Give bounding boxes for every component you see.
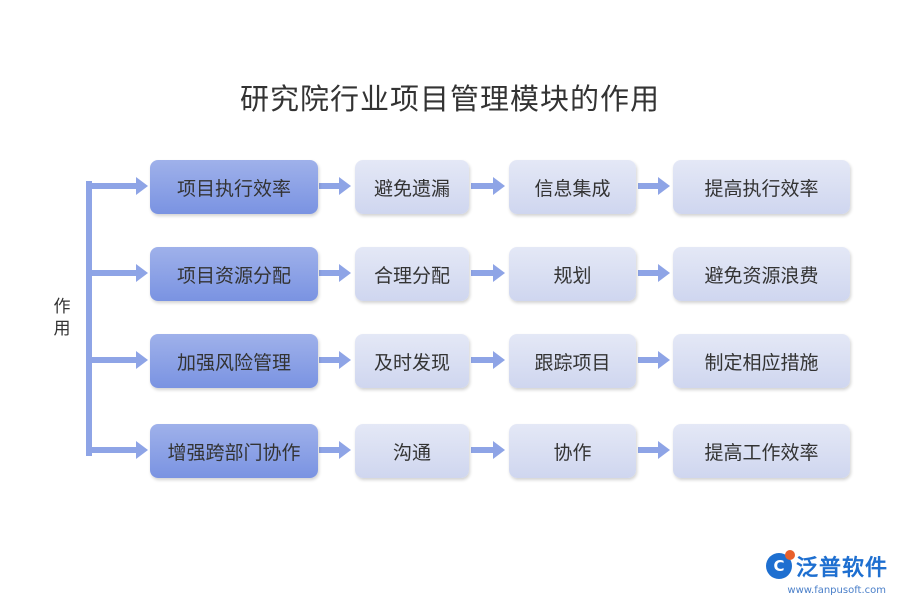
arrow-row3-step2 — [471, 351, 505, 369]
row4-main-box: 增强跨部门协作 — [150, 424, 318, 478]
arrow-row4-main — [86, 441, 148, 459]
arrow-row4-step2 — [471, 441, 505, 459]
arrow-row4-step3 — [638, 441, 670, 459]
row2-step1-box: 合理分配 — [355, 247, 469, 301]
fanpu-logo-icon: C — [765, 550, 795, 579]
brand-logo: C 泛普软件 — [765, 550, 888, 582]
arrow-row3-main — [86, 351, 148, 369]
arrow-row1-main — [86, 177, 148, 195]
row1-step1-box: 避免遗漏 — [355, 160, 469, 214]
arrow-row3-step3 — [638, 351, 670, 369]
row1-step2-box: 信息集成 — [509, 160, 636, 214]
row3-main-box: 加强风险管理 — [150, 334, 318, 388]
arrow-row1-step3 — [638, 177, 670, 195]
arrow-row3-step1 — [319, 351, 351, 369]
row1-step3-box: 提高执行效率 — [673, 160, 850, 214]
row2-step3-box: 避免资源浪费 — [673, 247, 850, 301]
row2-step2-box: 规划 — [509, 247, 636, 301]
vertical-connector — [86, 181, 92, 456]
row3-step1-box: 及时发现 — [355, 334, 469, 388]
row4-step2-box: 协作 — [509, 424, 636, 478]
row4-step1-box: 沟通 — [355, 424, 469, 478]
logo-name: 泛普软件 — [795, 556, 888, 581]
logo-url: www.fanpusoft.com — [787, 585, 886, 596]
diagram-title: 研究院行业项目管理模块的作用 — [239, 82, 660, 116]
arrow-row2-step2 — [471, 264, 505, 282]
arrow-row1-step2 — [471, 177, 505, 195]
row3-step2-box: 跟踪项目 — [509, 334, 636, 388]
row2-main-box: 项目资源分配 — [150, 247, 318, 301]
arrow-row2-step1 — [319, 264, 351, 282]
row3-step3-box: 制定相应措施 — [673, 334, 850, 388]
arrow-row1-step1 — [319, 177, 351, 195]
arrow-row2-step3 — [638, 264, 670, 282]
arrow-row2-main — [86, 264, 148, 282]
row1-main-box: 项目执行效率 — [150, 160, 318, 214]
side-label: 作用 — [53, 297, 71, 339]
arrow-row4-step1 — [319, 441, 351, 459]
row4-step3-box: 提高工作效率 — [673, 424, 850, 478]
